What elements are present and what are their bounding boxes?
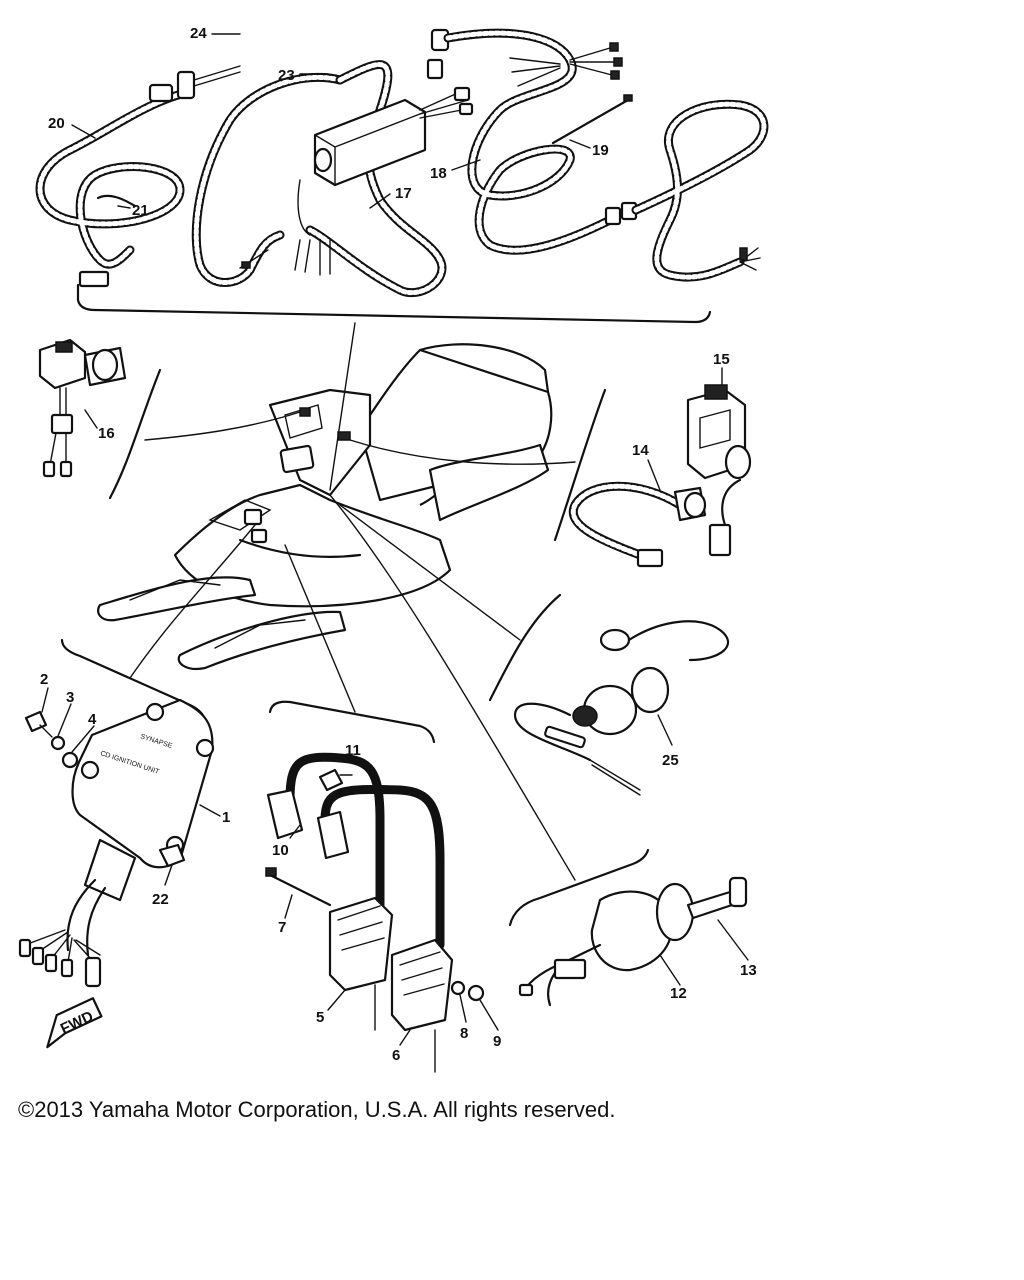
callout-15: 15 [713, 351, 730, 368]
callout-leaders [41, 33, 749, 1046]
part-25-gauge [488, 593, 729, 796]
callout-numbers: 24 23 20 21 17 18 19 16 15 14 25 12 13 1… [40, 25, 757, 1064]
callout-10: 10 [272, 842, 289, 859]
callout-11: 11 [345, 742, 361, 759]
callout-2: 2 [40, 671, 48, 688]
callout-8: 8 [460, 1025, 468, 1042]
callout-9: 9 [493, 1033, 501, 1050]
callout-23: 23 [278, 67, 295, 84]
part-12-13-main-switch [508, 848, 748, 1007]
part-1-cdi-unit: SYNAPSE CD IGNITION UNIT [18, 638, 215, 988]
callout-7: 7 [278, 919, 286, 936]
callout-18: 18 [430, 165, 447, 182]
leader-lines [129, 322, 576, 881]
exploded-parts-diagram: SYNAPSE CD IGNITION UNIT FWD [18, 25, 769, 1073]
callout-14: 14 [632, 442, 649, 459]
callout-1: 1 [222, 809, 230, 826]
callout-5: 5 [316, 1009, 324, 1026]
callout-17: 17 [395, 185, 412, 202]
part-16-switch [38, 338, 162, 500]
snowmobile-body [97, 343, 553, 670]
callout-6: 6 [392, 1047, 400, 1064]
wire-harness-group [35, 28, 769, 324]
callout-3: 3 [66, 689, 74, 706]
callout-16: 16 [98, 425, 115, 442]
part-14-15-throttle-switch [553, 384, 752, 568]
callout-24: 24 [190, 25, 207, 42]
callout-20: 20 [48, 115, 65, 132]
callout-25: 25 [662, 752, 679, 769]
callout-12: 12 [670, 985, 687, 1002]
callout-4: 4 [88, 711, 97, 728]
copyright-notice: ©2013 Yamaha Motor Corporation, U.S.A. A… [18, 1097, 616, 1122]
callout-21: 21 [132, 202, 149, 219]
callout-22: 22 [152, 891, 169, 908]
callout-13: 13 [740, 962, 757, 979]
forward-direction-arrow: FWD [46, 997, 103, 1049]
callout-19: 19 [592, 142, 609, 159]
ignition-coil-group [265, 700, 485, 1073]
